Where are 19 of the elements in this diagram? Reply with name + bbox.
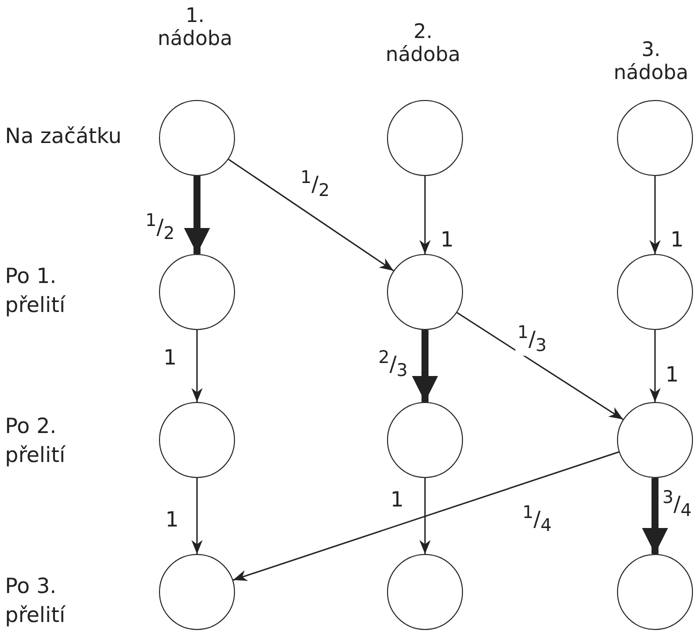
arrow xyxy=(419,176,431,254)
row-label: Po 3. přelití xyxy=(5,573,67,630)
arrow xyxy=(184,176,210,254)
arrow xyxy=(642,478,668,554)
column-header: 1. nádoba xyxy=(156,4,234,50)
arrow xyxy=(191,330,203,402)
column-header: 3. nádoba xyxy=(612,38,690,84)
arrow xyxy=(649,330,661,402)
row-label: Po 1. přelití xyxy=(5,263,67,320)
column-header: 2. nádoba xyxy=(384,20,462,66)
arrow xyxy=(191,478,203,554)
arrow xyxy=(228,158,394,272)
arrow xyxy=(232,451,620,581)
row-label: Na začátku xyxy=(5,123,122,150)
arrow xyxy=(412,330,438,402)
arrow xyxy=(649,176,661,254)
arrow xyxy=(456,312,624,420)
row-label: Po 2. přelití xyxy=(5,413,67,470)
arrow xyxy=(419,478,431,554)
